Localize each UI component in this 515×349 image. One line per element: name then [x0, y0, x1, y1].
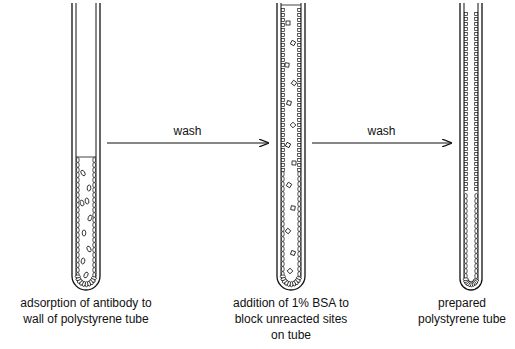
tube-caption: prepared polystyrene tube [413, 295, 511, 327]
test-tube: prepared polystyrene tube [459, 3, 483, 293]
tube-drawing [71, 3, 101, 293]
tube-caption: addition of 1% BSA to block unreacted si… [230, 295, 352, 343]
tube-caption: adsorption of antibody to wall of polyst… [20, 295, 152, 327]
test-tube: adsorption of antibody to wall of polyst… [71, 3, 101, 293]
test-tube: addition of 1% BSA to block unreacted si… [276, 3, 306, 293]
tube-drawing [459, 3, 483, 293]
edge-label: wash [171, 124, 203, 138]
wash-arrow [312, 142, 451, 143]
tube-drawing [276, 3, 306, 293]
wash-arrow [107, 142, 268, 143]
edge-label: wash [365, 124, 397, 138]
